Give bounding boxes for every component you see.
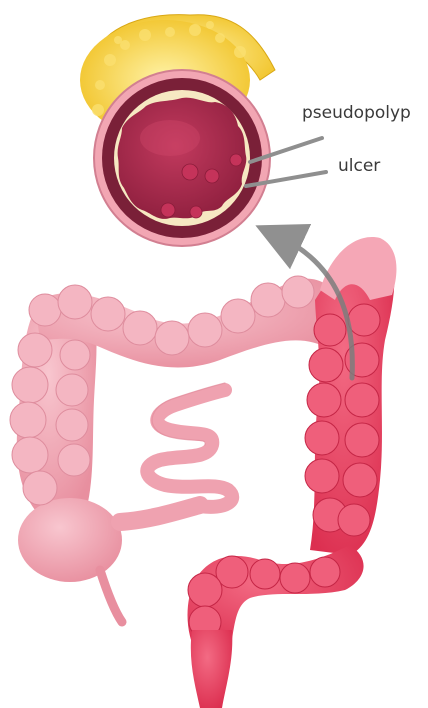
colon-cross-section [80, 15, 275, 246]
large-intestine [10, 237, 396, 708]
ileum [120, 505, 200, 522]
lumen-highlight [140, 120, 200, 156]
pseudopolyp-label: pseudopolyp [302, 103, 411, 123]
rectum [191, 630, 233, 708]
ulcer-label: ulcer [338, 156, 380, 176]
caecum [18, 498, 122, 582]
appendix [100, 570, 122, 622]
small-intestine-loops [147, 390, 232, 507]
